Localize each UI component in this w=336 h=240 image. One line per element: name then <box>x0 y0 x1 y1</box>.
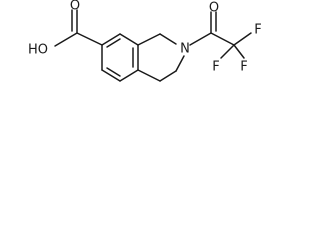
bond-aromatic-inner-1 <box>106 38 121 48</box>
bond-cf3-f-right <box>233 44 245 59</box>
molecule-structure-diagram: HO O N O F F F <box>28 0 262 82</box>
bond-carbonyl-cf3 <box>210 32 235 46</box>
bond-cf3-f-bottom <box>220 44 235 59</box>
carbonyl-oxygen-label: O <box>209 1 219 16</box>
hydroxyl-label: HO <box>28 43 48 58</box>
bond-ch2-ch2 <box>159 70 177 82</box>
bond-acid-ring <box>76 32 103 46</box>
bond-n-ch2 <box>175 55 185 72</box>
bond-ch2-upper-1 <box>137 33 161 46</box>
bond-lines <box>54 9 252 82</box>
fluorine-right-label: F <box>240 60 247 75</box>
bond-ch2-upper-2 <box>159 33 177 45</box>
ring-nitrogen-label: N <box>180 42 190 57</box>
bond-aromatic-inner-3 <box>106 67 121 77</box>
carboxyl-oxygen-label: O <box>70 0 80 14</box>
fluorine-top-label: F <box>254 23 261 38</box>
bond-ho-c <box>54 32 78 47</box>
bond-ch2-ring <box>137 69 161 82</box>
bond-ring-1 <box>101 33 121 46</box>
bond-ring-2 <box>119 33 139 46</box>
fluorine-bottom-label: F <box>212 60 219 75</box>
atom-labels: HO O N O F F F <box>28 0 262 75</box>
bond-cf3-f-top <box>233 32 252 46</box>
bond-ring-5 <box>101 69 121 82</box>
bond-n-carbonyl <box>189 32 212 46</box>
bond-ring-4 <box>119 69 139 82</box>
